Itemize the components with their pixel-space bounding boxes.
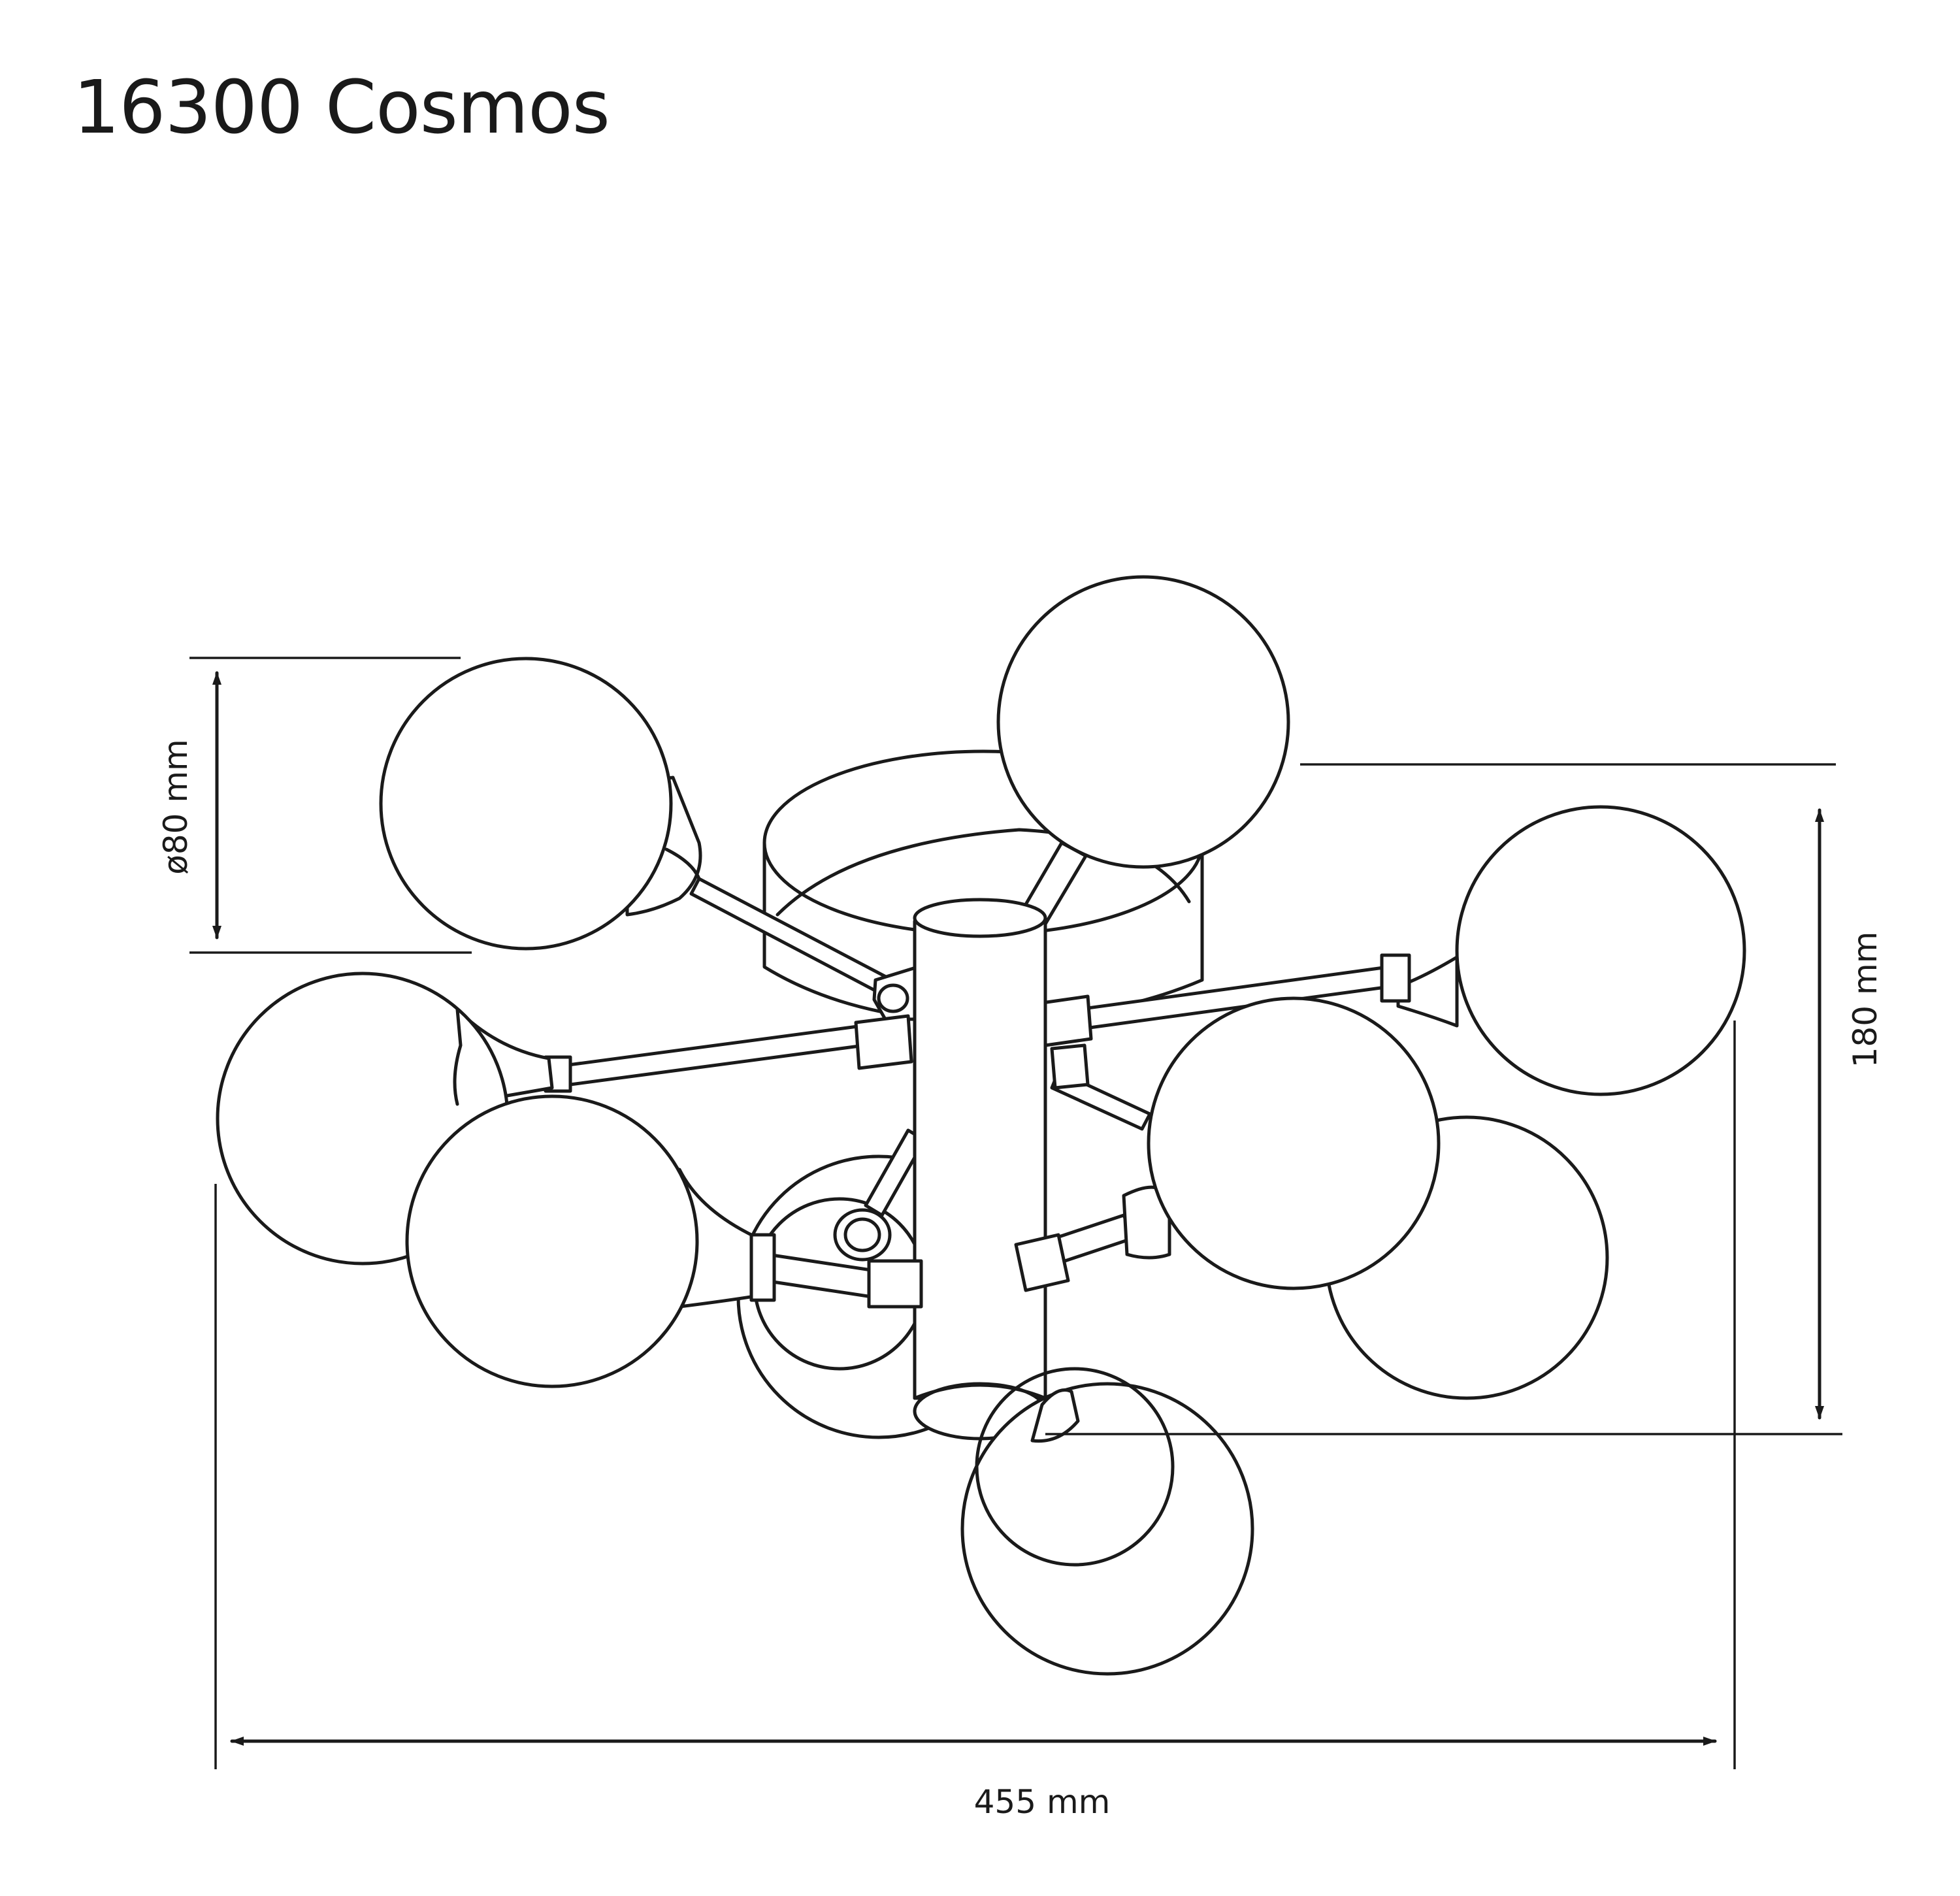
dimension-width	[214, 1021, 1736, 1769]
globe-upper-left	[379, 657, 702, 951]
dimension-height-label: 180 mm	[1846, 932, 1884, 1068]
center-column	[913, 898, 1047, 1441]
globe-front-left	[405, 1094, 923, 1388]
arm-upper-right	[1040, 953, 1411, 1047]
arm-middle-left	[544, 1014, 913, 1093]
dimension-width-label: 455 mm	[974, 1783, 1111, 1821]
globe-bottom-center	[960, 1367, 1254, 1676]
dimension-height	[1045, 763, 1842, 1435]
globe-back-upper-right	[1396, 805, 1746, 1096]
product-title: 16300 Cosmos	[73, 65, 610, 150]
globe-top-center	[996, 575, 1290, 869]
globe-front-right	[1014, 996, 1441, 1292]
dimension-globe-diameter	[189, 657, 472, 954]
dimension-diameter-label: ø80 mm	[157, 739, 195, 875]
